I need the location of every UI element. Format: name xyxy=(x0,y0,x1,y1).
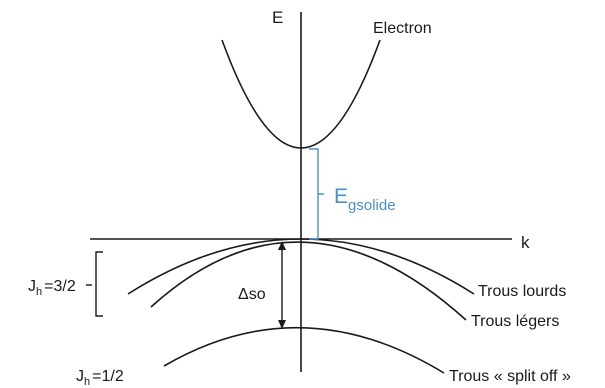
split-off-curve xyxy=(163,326,445,374)
jh-1-2-main: J xyxy=(76,368,84,385)
light-holes-curve xyxy=(150,241,467,321)
jh-3-2-value: =3/2 xyxy=(44,278,76,295)
heavy-holes-label: Trous lourds xyxy=(478,283,566,300)
gap-label-subscript: gsolide xyxy=(348,197,396,214)
energy-axis-label: E xyxy=(272,8,283,27)
gap-bracket xyxy=(309,148,324,240)
split-off-label: Trous « split off » xyxy=(449,368,571,385)
spin-orbit-label: Δso xyxy=(238,286,266,303)
jh-3-2-label: Jh=3/2 xyxy=(28,278,76,298)
jh-1-2-value: =1/2 xyxy=(92,368,124,385)
jh-3-2-subscript: h xyxy=(36,286,42,298)
light-holes-label: Trous légers xyxy=(471,313,559,330)
jh-3-2-main: J xyxy=(28,278,36,295)
jh-3-2-bracket xyxy=(95,251,103,317)
jh-1-2-subscript: h xyxy=(84,376,90,388)
electron-band-label: Electron xyxy=(373,20,432,37)
momentum-axis-label: k xyxy=(521,233,530,252)
electron-band-curve xyxy=(221,39,381,149)
gap-label: Egsolide xyxy=(334,185,396,214)
heavy-holes-curve xyxy=(127,238,475,295)
jh-1-2-label: Jh=1/2 xyxy=(76,368,124,388)
gap-label-main: E xyxy=(334,185,348,208)
